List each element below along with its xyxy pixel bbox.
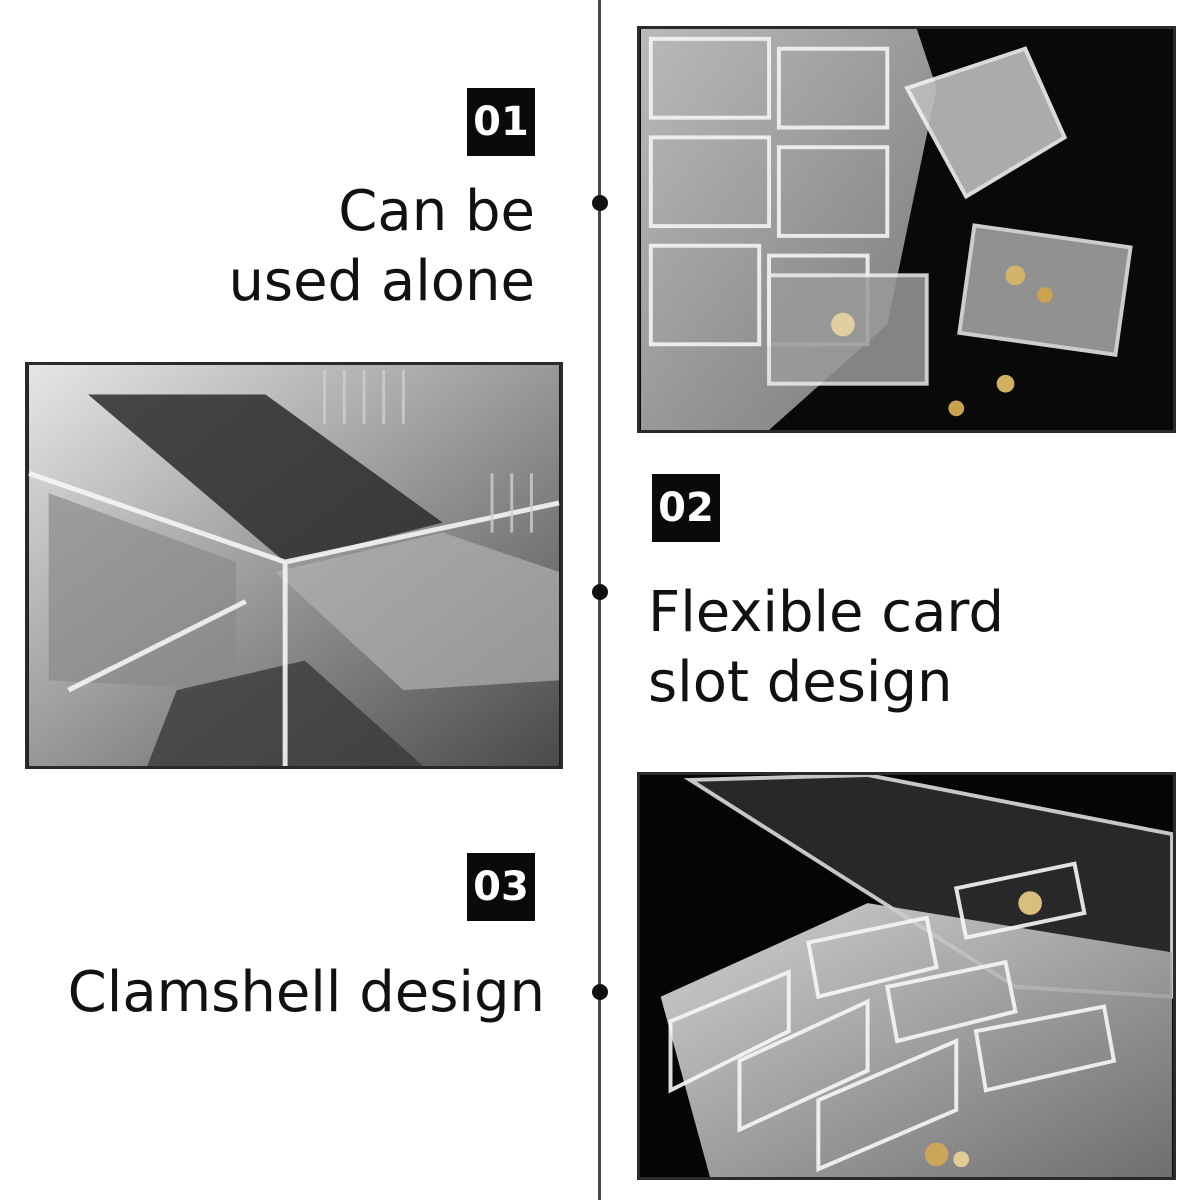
open-clamshell-case-photo [640, 775, 1173, 1177]
badge-01: 01 [467, 88, 535, 156]
photo-card-slot [25, 362, 563, 769]
feature-02-line-1: Flexible card [648, 580, 1004, 645]
loose-compartments-photo [640, 29, 1173, 430]
badge-02: 02 [652, 474, 720, 542]
feature-02-label: Flexible card slot design [648, 578, 1148, 718]
feature-02-line-2: slot design [648, 650, 953, 715]
center-divider [598, 0, 601, 1200]
feature-01-label: Can be used alone [200, 177, 535, 317]
badge-03: 03 [467, 853, 535, 921]
timeline-dot-03 [592, 984, 608, 1000]
feature-01-line-2: used alone [228, 249, 535, 314]
feature-03-line-1: Clamshell design [67, 960, 545, 1025]
feature-03-label: Clamshell design [30, 958, 545, 1028]
photo-clamshell [637, 772, 1176, 1180]
timeline-dot-01 [592, 195, 608, 211]
card-slot-divider-photo [28, 365, 560, 766]
feature-01-line-1: Can be [338, 179, 535, 244]
photo-loose-compartments [637, 26, 1176, 433]
timeline-dot-02 [592, 584, 608, 600]
